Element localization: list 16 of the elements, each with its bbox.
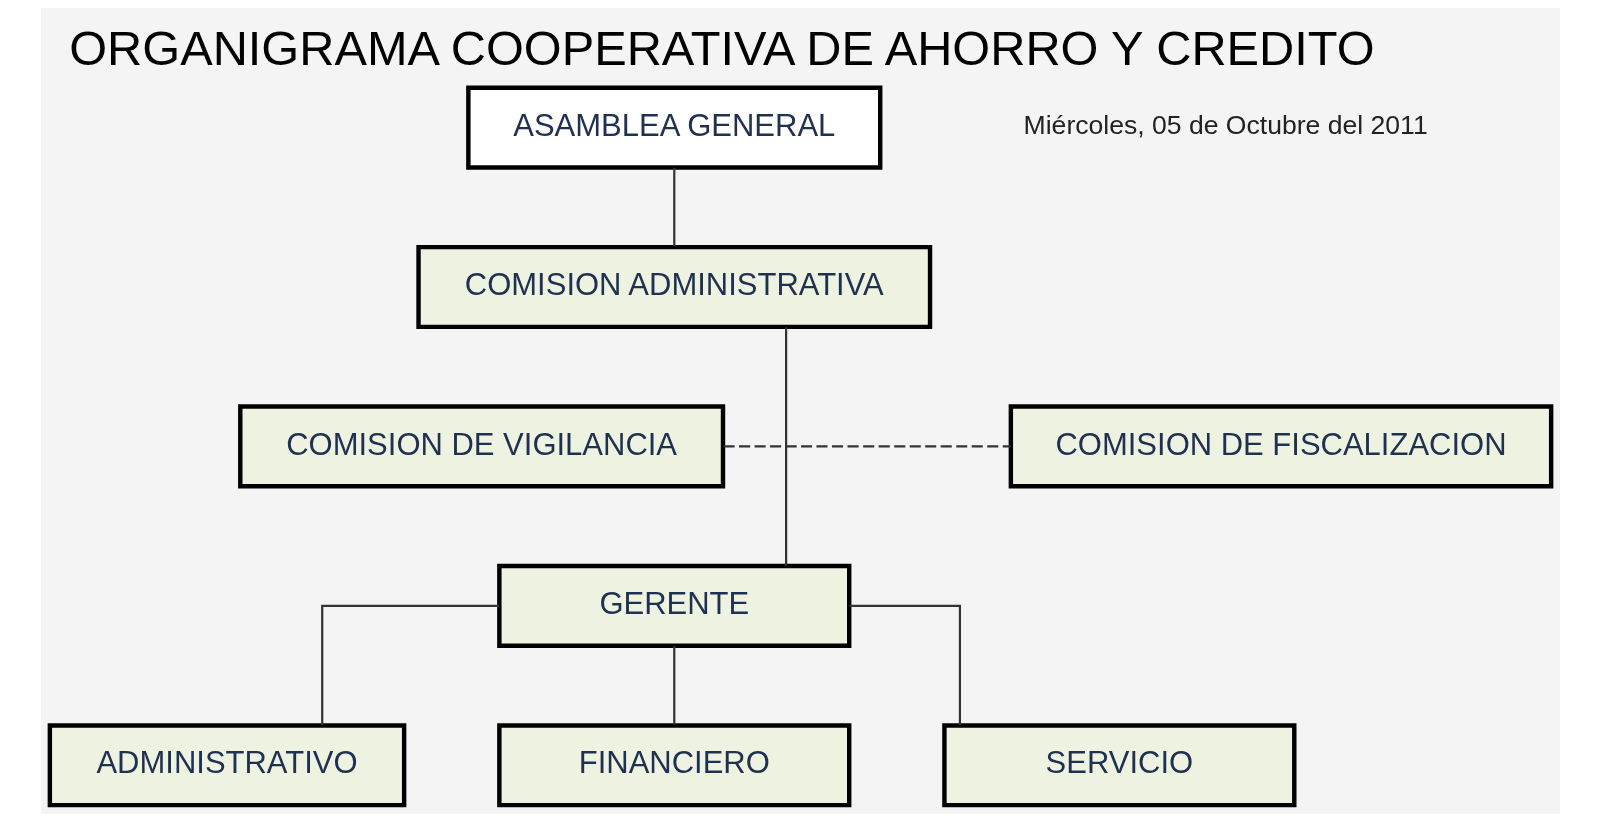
node-box: ASAMBLEA GENERAL xyxy=(465,85,882,170)
diagram-title: ORGANIGRAMA COOPERATIVA DE AHORRO Y CREDITO xyxy=(68,20,1375,75)
node-box: ADMINISTRATIVO xyxy=(47,723,406,808)
connector xyxy=(672,167,675,247)
connector xyxy=(672,646,675,725)
node-box: GERENTE xyxy=(496,563,851,648)
connector xyxy=(320,604,499,726)
connector xyxy=(849,604,961,726)
node-box: COMISION DE VIGILANCIA xyxy=(237,404,725,489)
connector xyxy=(784,327,787,566)
node-box: FINANCIERO xyxy=(496,723,851,808)
node-box: SERVICIO xyxy=(941,723,1296,808)
label: Miércoles, 05 de Octubre del 2011 xyxy=(1023,110,1428,141)
connector xyxy=(723,445,1010,448)
node-box: COMISION ADMINISTRATIVA xyxy=(415,244,932,330)
node-box: COMISION DE FISCALIZACION xyxy=(1008,404,1553,489)
